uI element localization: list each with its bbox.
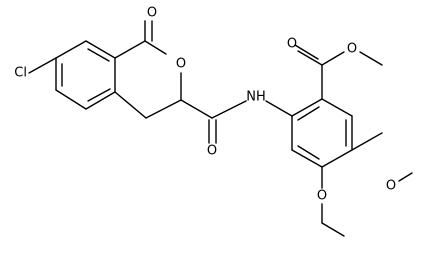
lower-methoxy-oxygen-label: O — [317, 189, 327, 204]
bond — [145, 99, 182, 119]
bond — [114, 91, 147, 119]
bond — [55, 40, 87, 59]
lactone-carbonyl-oxygen-label: O — [147, 6, 157, 21]
bond — [291, 149, 323, 168]
bond — [321, 222, 345, 237]
bond — [321, 98, 353, 117]
bond — [211, 100, 247, 119]
bond — [297, 145, 320, 160]
ring-oxygen-label: O — [176, 57, 186, 72]
bond — [28, 57, 57, 74]
bond — [398, 172, 413, 182]
amide-oxygen-label: O — [207, 144, 217, 159]
bond — [321, 149, 353, 168]
bond — [265, 100, 293, 117]
ester-carbonyl-oxygen-label: O — [287, 37, 297, 52]
bond — [87, 48, 110, 62]
bond — [291, 98, 323, 117]
bond — [321, 51, 345, 66]
bonds — [28, 20, 413, 237]
amide-nh-label: NH — [246, 90, 266, 105]
bond — [85, 91, 116, 110]
bond — [297, 50, 323, 66]
bond — [85, 40, 116, 59]
chlorine-atom-label: Cl — [14, 66, 27, 81]
bond — [297, 106, 320, 121]
upper-methoxy-oxygen-label: O — [386, 179, 396, 194]
ester-oxygen-label: O — [347, 42, 357, 57]
bond — [55, 89, 87, 110]
bond — [359, 51, 383, 66]
bond — [114, 40, 146, 59]
bond — [144, 40, 167, 55]
bond — [351, 132, 383, 151]
bond — [87, 88, 111, 102]
bond — [180, 99, 213, 119]
atom-labels: Cl O O NH O O O O O — [14, 6, 396, 204]
bond — [294, 44, 319, 60]
